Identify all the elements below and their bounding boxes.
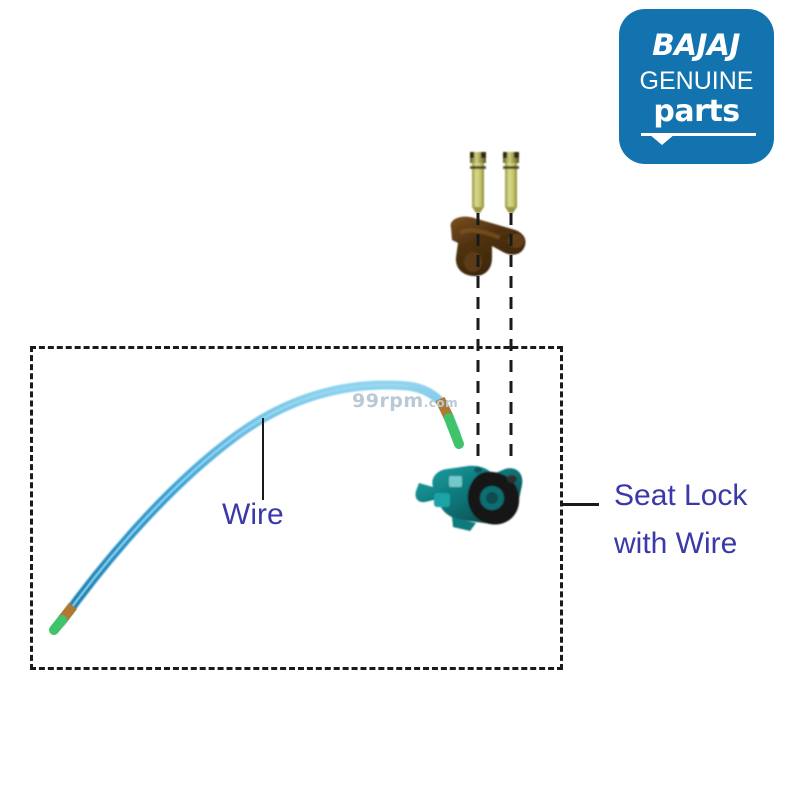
watermark-99rpm: 99rpm.com	[352, 390, 458, 412]
wire-leader-line	[262, 418, 264, 500]
seat-lock-label: Seat Lock with Wire	[614, 472, 747, 568]
logo-genuine-text: GENUINE	[639, 67, 754, 95]
seat-lock-bracket-graphic	[450, 216, 526, 277]
watermark-suffix: .com	[423, 396, 459, 410]
watermark-text: 99rpm	[352, 390, 424, 412]
bolt-left-graphic	[470, 152, 486, 213]
seat-lock-body-graphic	[415, 465, 523, 531]
seat-lock-label-line2: with Wire	[614, 527, 738, 560]
logo-brand-text: BAJAJ	[652, 28, 741, 62]
seat-lock-leader-line	[563, 503, 599, 506]
logo-underline	[641, 133, 756, 136]
wire-cable-graphic	[49, 380, 464, 635]
seat-lock-label-line1: Seat Lock	[614, 479, 748, 512]
bolt-right-graphic	[503, 152, 519, 213]
dashed-group-boundary	[30, 346, 563, 670]
bajaj-genuine-parts-logo: BAJAJ GENUINE parts	[619, 9, 774, 164]
wire-label: Wire	[222, 498, 284, 531]
logo-parts-text: parts	[653, 94, 740, 129]
logo-chevron-icon	[649, 134, 675, 145]
